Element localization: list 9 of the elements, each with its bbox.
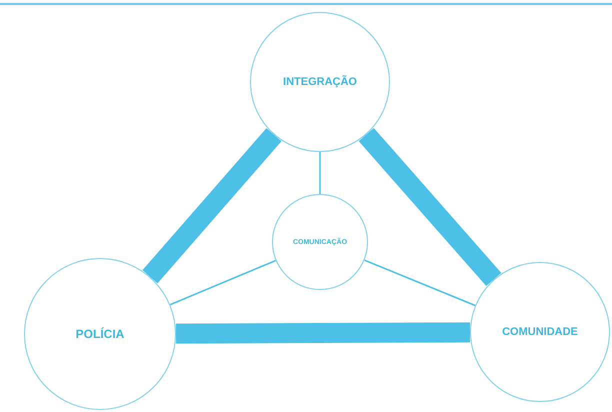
connector-line — [364, 259, 476, 306]
thick-connector — [358, 128, 502, 286]
connector-line — [319, 152, 321, 194]
node-label: COMUNIDADE — [502, 326, 578, 338]
thick-connector — [176, 322, 470, 344]
node-label: POLÍCIA — [76, 327, 124, 341]
node-label: INTEGRAÇÃO — [283, 76, 357, 88]
thick-connector — [142, 128, 282, 284]
connector-line — [170, 260, 276, 306]
